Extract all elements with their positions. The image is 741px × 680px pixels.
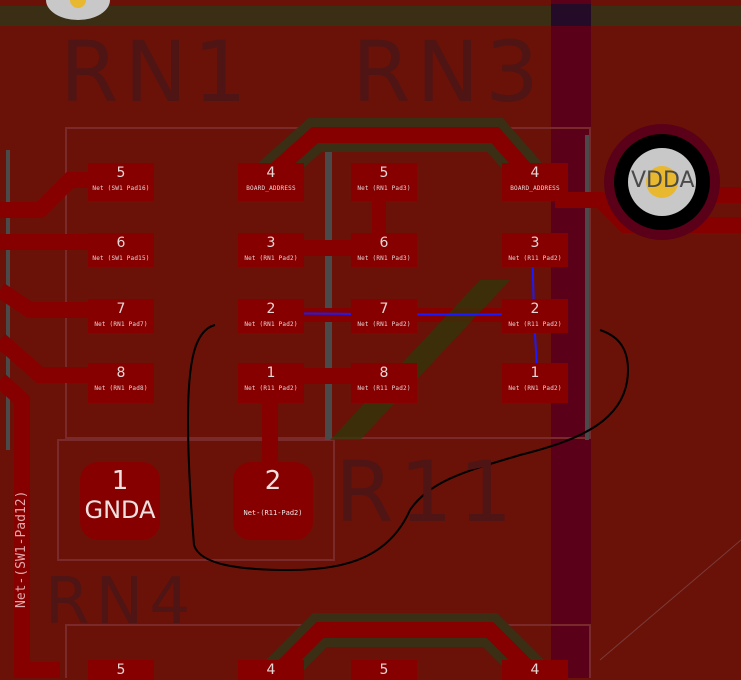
pad-rn4-4[interactable]: 4 [238, 660, 304, 680]
track [0, 172, 100, 218]
board-address-track [264, 127, 537, 181]
pad-rn4-5[interactable]: 5 [88, 660, 154, 680]
pad-r11-1[interactable]: 1 GNDA [80, 462, 160, 540]
pad-rn4b-5[interactable]: 5 [351, 660, 417, 680]
ref-rn1: RN1 [60, 23, 253, 121]
ref-r11: R11 [335, 443, 519, 541]
pad-rn4b-4[interactable]: 4 [502, 660, 568, 680]
track-sw1-pad12 [0, 374, 60, 678]
net-label-sw1-pad12: Net-(SW1-Pad12) [14, 490, 29, 608]
r11-courtyard [57, 439, 335, 561]
via-label: VDDA [631, 168, 695, 193]
via-drill [646, 166, 678, 198]
ref-rn3: RN3 [352, 23, 545, 121]
ref-rn4: RN4 [45, 565, 197, 639]
annotation-stroke [186, 324, 630, 572]
back-layer-track [551, 0, 591, 678]
pad-r11-2[interactable]: 2 Net-(R11-Pad2) [233, 462, 313, 540]
